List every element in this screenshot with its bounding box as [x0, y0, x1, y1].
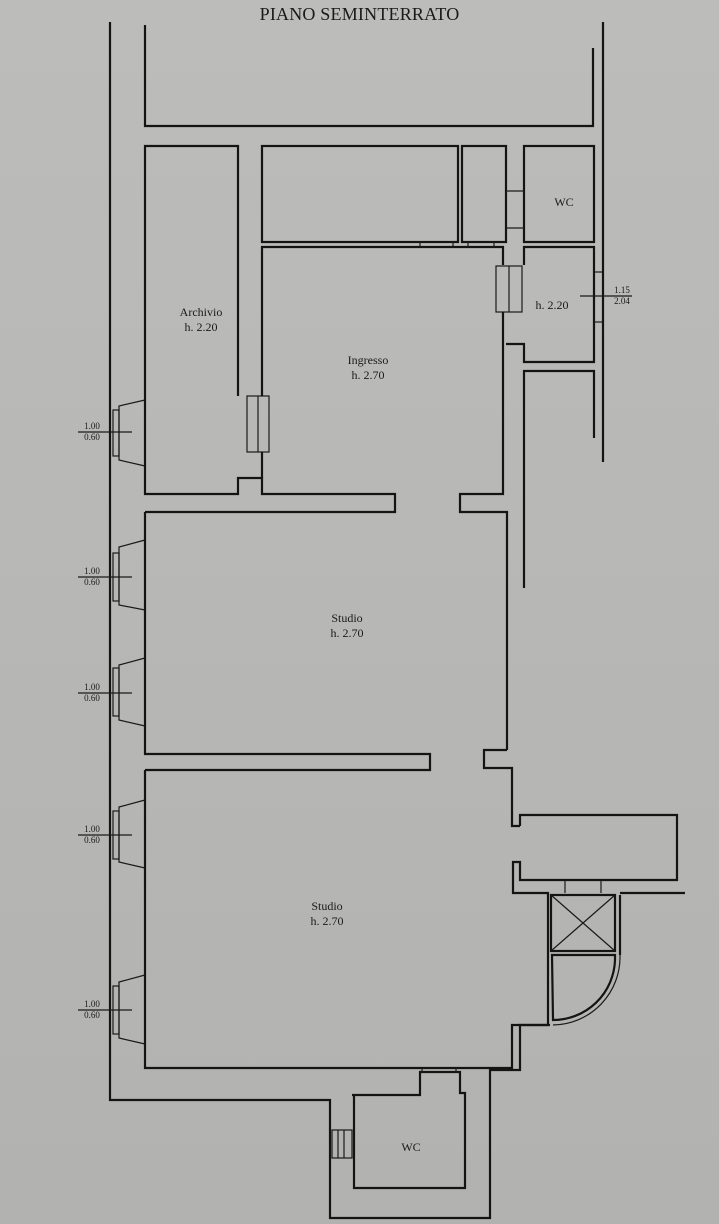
bottom-wc-room — [331, 1068, 467, 1190]
room-name: WC — [554, 195, 574, 209]
room-name: Ingresso — [347, 353, 389, 367]
room-label-antibagno: h. 2.20 — [536, 298, 569, 313]
room-height: h. 2.20 — [184, 320, 218, 334]
top-rooms — [260, 144, 596, 247]
archivio-room — [143, 144, 397, 514]
ingresso-room — [260, 245, 523, 750]
window-dimension-3: 1.00 0.60 — [84, 682, 100, 703]
room-label-wc-bottom: WC — [401, 1140, 420, 1155]
room-height: h. 2.70 — [351, 368, 385, 382]
room-height: h. 2.20 — [535, 298, 569, 312]
room-label-studio-1: Studio h. 2.70 — [331, 611, 364, 641]
window-openings — [78, 295, 632, 1045]
stair-curve — [550, 953, 621, 1026]
window-4 — [112, 799, 146, 869]
room-label-archivio: Archivio h. 2.20 — [180, 305, 223, 335]
studio-2-room — [143, 770, 685, 1070]
window-dimension-right: 1.15 2.04 — [614, 285, 630, 306]
room-height: h. 2.70 — [310, 914, 344, 928]
window-1 — [112, 399, 146, 467]
lift-shaft — [549, 880, 622, 955]
window-2 — [112, 539, 146, 611]
room-label-ingresso: Ingresso h. 2.70 — [348, 353, 389, 383]
room-label-studio-2: Studio h. 2.70 — [311, 899, 344, 929]
window-3 — [112, 657, 146, 727]
room-height: h. 2.70 — [330, 626, 364, 640]
window-dimension-2: 1.00 0.60 — [84, 566, 100, 587]
window-dimension-1: 1.00 0.60 — [84, 421, 100, 442]
room-name: WC — [401, 1140, 421, 1154]
room-name: Archivio — [179, 305, 223, 319]
room-name: Studio — [331, 611, 363, 625]
outer-walls — [108, 22, 605, 1220]
studio-1-room — [143, 512, 520, 828]
room-name: Studio — [311, 899, 343, 913]
plan-title: PIANO SEMINTERRATO — [259, 4, 460, 24]
window-dimension-4: 1.00 0.60 — [84, 824, 100, 845]
room-label-wc-top: WC — [554, 195, 573, 210]
window-dimension-5: 1.00 0.60 — [84, 999, 100, 1020]
antibagno-room — [506, 245, 603, 588]
